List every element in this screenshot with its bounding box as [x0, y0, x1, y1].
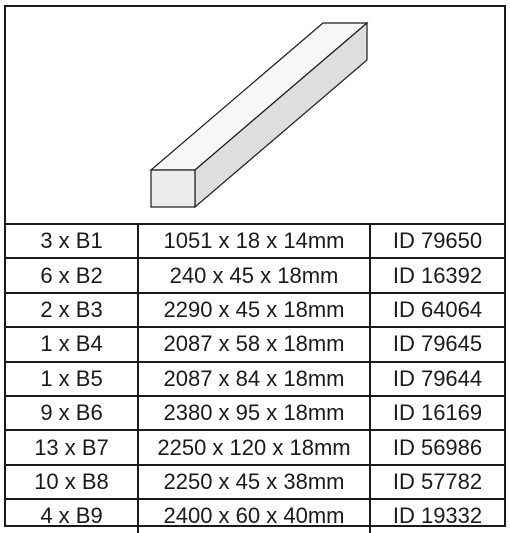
- part-quantity: 9 x B6: [6, 395, 139, 432]
- part-dimensions: 2290 x 45 x 18mm: [138, 292, 371, 329]
- part-id: ID 79645: [370, 327, 504, 363]
- beam-illustration: [6, 7, 504, 225]
- part-id: ID 79644: [370, 361, 504, 397]
- part-id: ID 79650: [370, 225, 504, 260]
- part-id: ID 64064: [370, 292, 504, 329]
- part-quantity: 2 x B3: [6, 292, 139, 329]
- part-quantity: 6 x B2: [6, 258, 139, 294]
- part-dimensions: 2380 x 95 x 18mm: [138, 395, 371, 432]
- part-quantity: 13 x B7: [6, 430, 139, 466]
- part-quantity: 4 x B9: [6, 499, 139, 533]
- part-id: ID 16392: [370, 258, 504, 294]
- part-dimensions: 2400 x 60 x 40mm: [138, 499, 371, 533]
- part-dimensions: 2087 x 58 x 18mm: [138, 327, 371, 363]
- part-id: ID 56986: [370, 430, 504, 466]
- part-dimensions: 2250 x 120 x 18mm: [138, 430, 371, 466]
- part-id: ID 16169: [370, 395, 504, 432]
- part-quantity: 10 x B8: [6, 464, 139, 501]
- wooden-beam-icon: [149, 21, 369, 209]
- beam-front-face: [150, 169, 196, 208]
- part-quantity: 3 x B1: [6, 225, 139, 260]
- part-dimensions: 2250 x 45 x 38mm: [138, 464, 371, 501]
- part-dimensions: 1051 x 18 x 14mm: [138, 225, 371, 260]
- part-quantity: 1 x B5: [6, 361, 139, 397]
- part-dimensions: 240 x 45 x 18mm: [138, 258, 371, 294]
- part-quantity: 1 x B4: [6, 327, 139, 363]
- part-dimensions: 2087 x 84 x 18mm: [138, 361, 371, 397]
- part-id: ID 19332: [392, 503, 483, 529]
- part-id: ID 57782: [370, 464, 504, 501]
